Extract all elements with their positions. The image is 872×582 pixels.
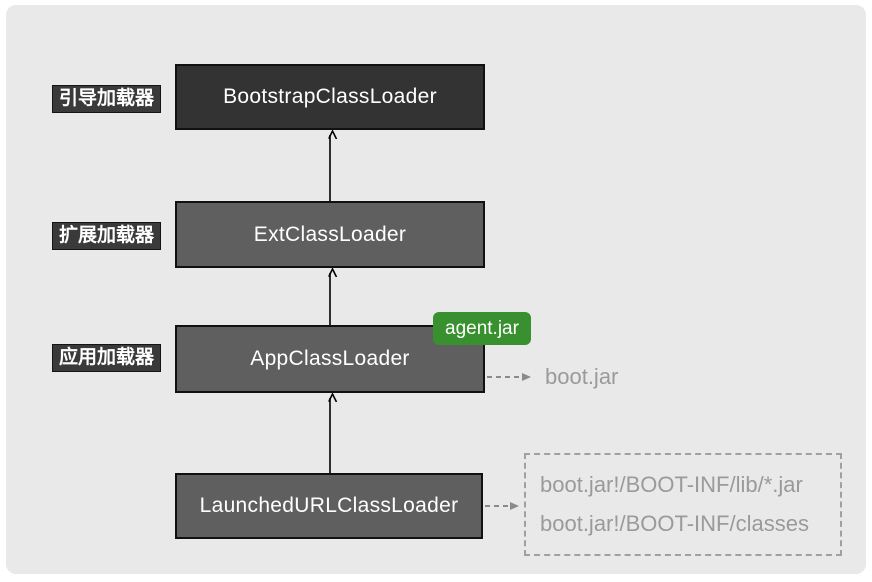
side-label-ext: 扩展加载器 — [52, 222, 162, 250]
boot-jar-annotation: boot.jar — [545, 364, 619, 389]
boot-inf-lib-line: boot.jar!/BOOT-INF/lib/*.jar — [540, 472, 803, 497]
side-label-app: 应用加载器 — [52, 344, 162, 372]
boot-inf-classes-line: boot.jar!/BOOT-INF/classes — [540, 511, 809, 536]
node-bootstrap-classloader: BootstrapClassLoader — [175, 64, 485, 130]
side-label-bootstrap: 引导加载器 — [52, 85, 162, 113]
agent-jar-badge: agent.jar — [433, 312, 531, 345]
boot-inf-dashed-box: boot.jar!/BOOT-INF/lib/*.jar boot.jar!/B… — [524, 453, 842, 556]
node-launched-url-classloader: LaunchedURLClassLoader — [175, 473, 483, 539]
node-ext-classloader: ExtClassLoader — [175, 201, 485, 268]
